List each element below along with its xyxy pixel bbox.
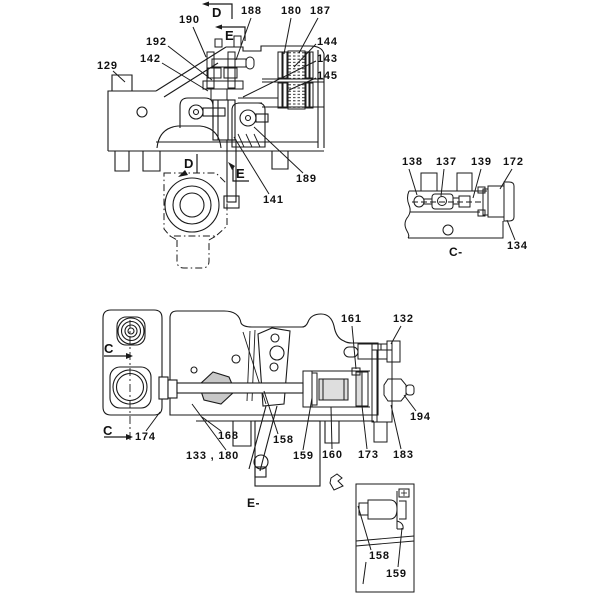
callout-159-main: 159 <box>293 450 314 462</box>
callout-180: 180 <box>281 5 302 17</box>
callout-129: 129 <box>97 60 118 72</box>
section-marker-c-bottom: C <box>103 423 113 438</box>
callout-137: 137 <box>436 156 457 168</box>
callout-172: 172 <box>503 156 524 168</box>
callout-188: 188 <box>241 5 262 17</box>
side-plate-174 <box>102 309 163 443</box>
clamp-bracket-bolts <box>202 35 255 101</box>
callout-168: 168 <box>218 430 239 442</box>
left-pivot <box>179 97 226 128</box>
callout-190: 190 <box>179 14 200 26</box>
pin-132 <box>343 340 401 363</box>
end-cap-172-134 <box>477 181 515 222</box>
callout-142: 142 <box>140 53 161 65</box>
callout-141: 141 <box>263 194 284 206</box>
hanging-bracket <box>248 405 321 487</box>
leader-lines <box>112 17 516 585</box>
callout-133-180: 133 , 180 <box>186 450 240 462</box>
section-label-c: C- <box>449 245 463 259</box>
callout-139: 139 <box>471 156 492 168</box>
callout-187: 187 <box>310 5 331 17</box>
callout-158-main: 158 <box>273 434 294 446</box>
callout-158-detail: 158 <box>369 550 390 562</box>
callout-132: 132 <box>393 313 414 325</box>
callout-194: 194 <box>410 411 431 423</box>
callout-159-detail: 159 <box>386 568 407 580</box>
spring-cartridges <box>262 50 324 110</box>
phantom-pump-outline <box>163 172 228 269</box>
view-arrow-icon <box>329 473 344 491</box>
section-label-e: E- <box>247 496 260 510</box>
section-marker-d-inner: D <box>184 156 194 171</box>
callout-145: 145 <box>317 70 338 82</box>
callout-143: 143 <box>317 53 338 65</box>
cylinder-assembly <box>302 367 370 408</box>
section-marker-c-top: C <box>104 341 114 356</box>
top-assembly <box>107 35 325 269</box>
section-marker-e-inner: E <box>236 166 245 181</box>
housing-dome <box>156 125 222 149</box>
section-c-figure <box>404 172 515 239</box>
callout-174: 174 <box>135 431 156 443</box>
callout-189: 189 <box>296 173 317 185</box>
bottom-assembly <box>102 309 415 491</box>
plug-cross-section <box>355 488 415 547</box>
section-marker-glyphs <box>104 1 249 440</box>
callout-173: 173 <box>358 449 379 461</box>
callout-160: 160 <box>322 449 343 461</box>
callout-134: 134 <box>507 240 528 252</box>
callout-192: 192 <box>146 36 167 48</box>
section-marker-d-top: D <box>212 5 222 20</box>
valve-rod-137-138-139 <box>412 193 482 210</box>
section-marker-e-top: E <box>225 28 234 43</box>
callout-183: 183 <box>393 449 414 461</box>
callout-161: 161 <box>341 313 362 325</box>
pump-bore-circles <box>164 177 220 233</box>
section-c-body <box>404 172 504 239</box>
callout-138: 138 <box>402 156 423 168</box>
pivot-189 <box>231 102 269 148</box>
control-rod <box>158 371 304 405</box>
callout-144: 144 <box>317 36 338 48</box>
lever-plate <box>257 327 291 407</box>
